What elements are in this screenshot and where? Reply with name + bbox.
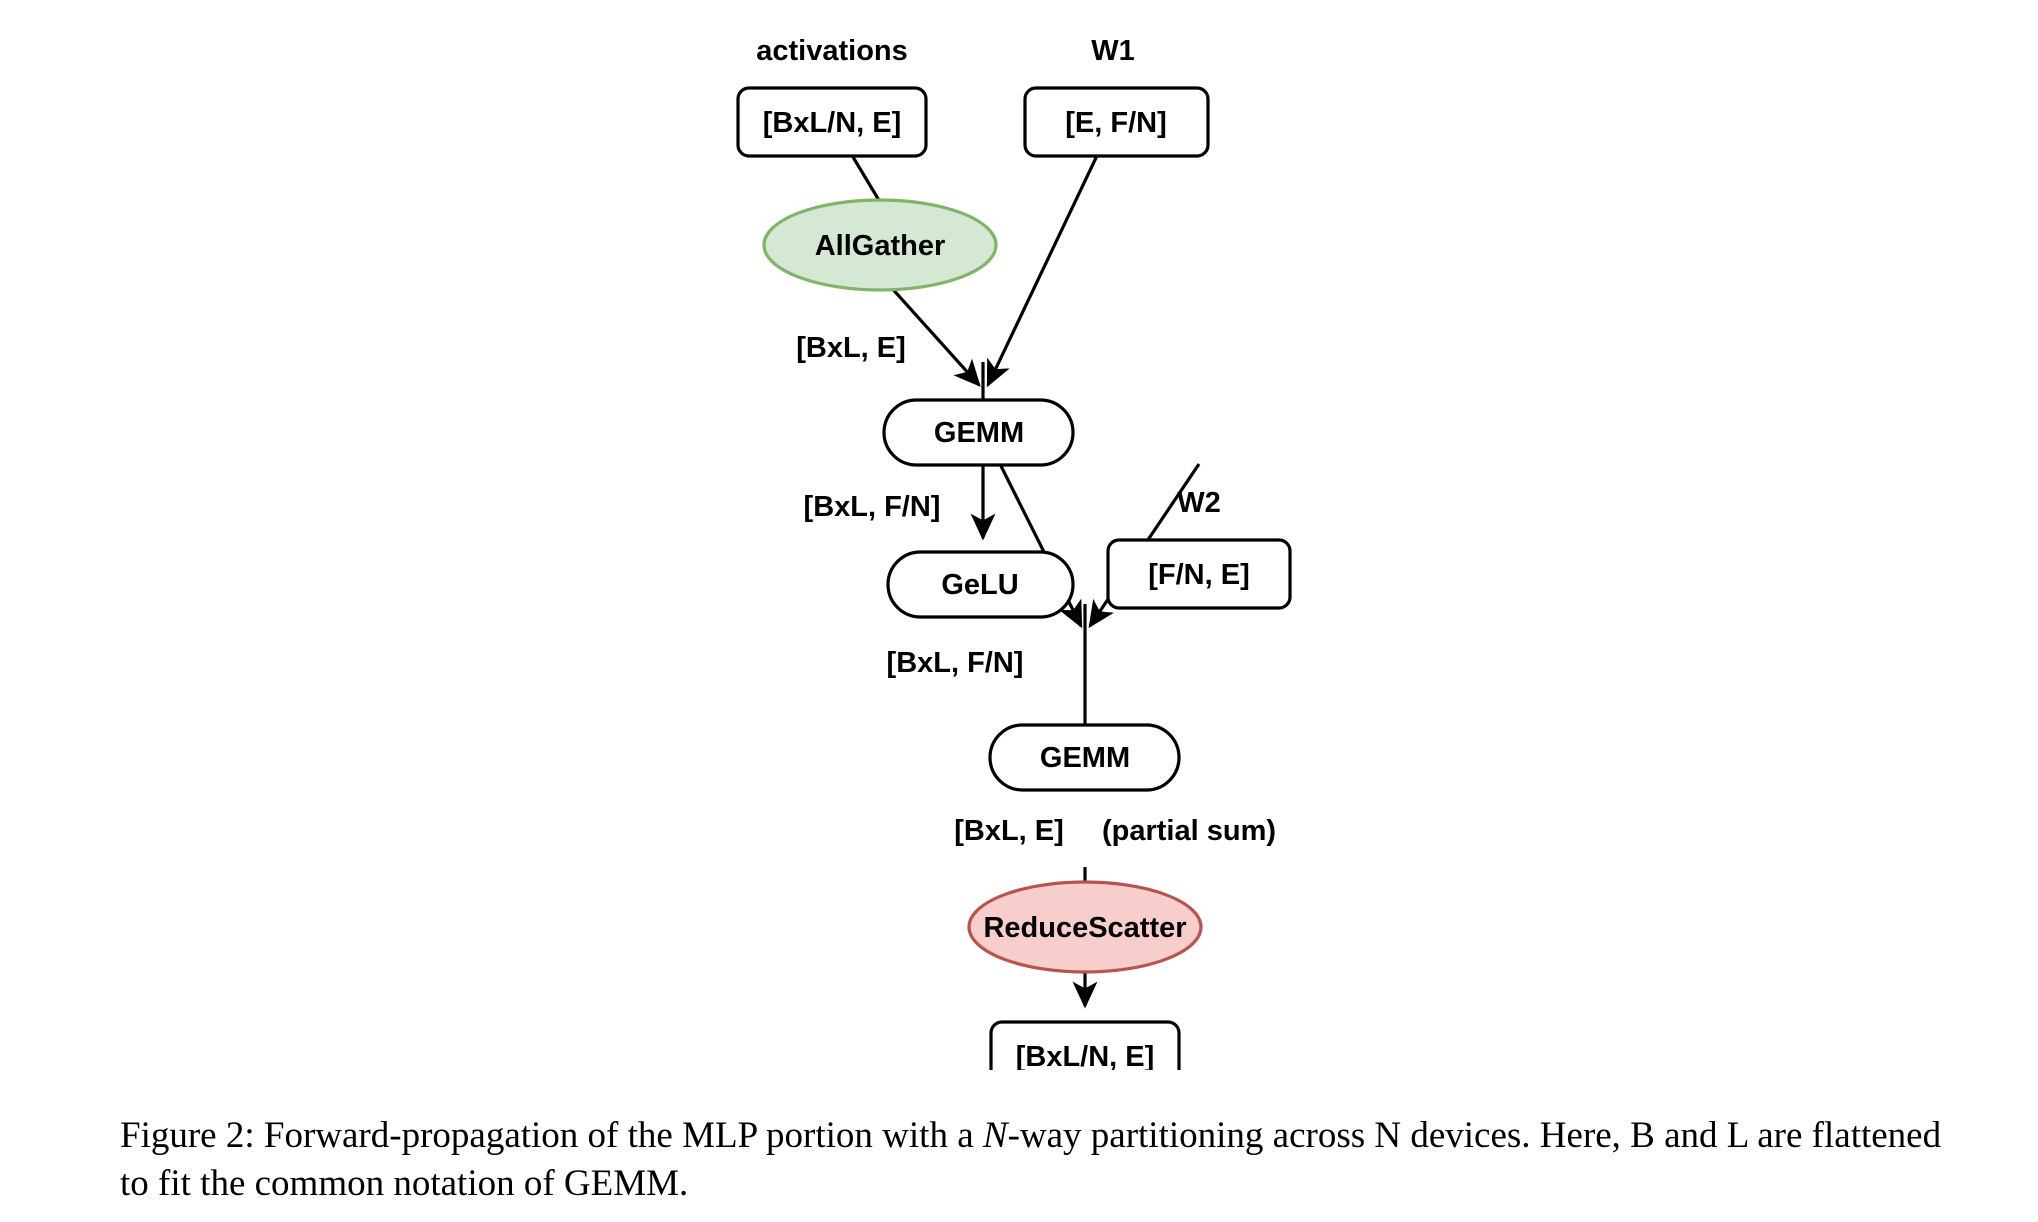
mlp-forward-propagation-diagram: activations W1 W2 [BxL/N, E] [E, F/N]	[736, 35, 1292, 1070]
node-w1-tensor[interactable]: [E, F/N]	[1023, 86, 1210, 158]
caption-figure-number: Figure 2:	[120, 1115, 255, 1156]
allgather-shape	[762, 198, 998, 292]
gemm-1-shape	[882, 398, 1075, 467]
caption-text-part-1: Forward-propagation of the MLP portion w…	[254, 1115, 983, 1156]
gelu-label: GeLU	[941, 569, 1018, 601]
node-gemm-1[interactable]: GEMM	[882, 398, 1075, 467]
edge-label-gemm1-to-gelu: [BxL, F/N]	[804, 491, 941, 523]
activations-tensor-shape	[736, 86, 928, 158]
node-output-tensor[interactable]: [BxL/N, E]	[989, 1020, 1181, 1070]
node-reducescatter[interactable]: ReduceScatter	[967, 880, 1203, 974]
node-gelu[interactable]: GeLU	[886, 550, 1075, 619]
gemm-1-label: GEMM	[934, 417, 1024, 449]
edge-label-partial-sum: (partial sum)	[1102, 815, 1276, 847]
gemm-2-shape	[988, 723, 1181, 792]
caption-italic-n: N	[982, 1115, 1008, 1156]
node-activations-tensor[interactable]: [BxL/N, E]	[736, 86, 928, 158]
allgather-label: AllGather	[815, 230, 946, 262]
node-allgather[interactable]: AllGather	[762, 198, 998, 292]
edge-w1-to-gemm1	[986, 121, 1115, 388]
activations-tensor-label: [BxL/N, E]	[763, 107, 902, 139]
caption-text-part-2: -way partitioning across N devices. Here…	[120, 1115, 1942, 1205]
header-activations: activations	[756, 35, 908, 67]
figure-caption: Figure 2: Forward-propagation of the MLP…	[120, 1112, 1970, 1208]
output-tensor-shape	[989, 1020, 1181, 1070]
edge-label-gelu-to-gemm2: [BxL, F/N]	[887, 647, 1024, 679]
header-w1: W1	[1091, 35, 1135, 67]
edge-allgather-to-gemm1	[878, 273, 981, 387]
reducescatter-shape	[967, 880, 1203, 974]
node-w2-tensor[interactable]: [F/N, E]	[1106, 538, 1292, 610]
gelu-shape	[886, 550, 1075, 619]
w1-tensor-shape	[1023, 86, 1210, 158]
edge-label-gemm2-to-reducescatter: [BxL, E]	[954, 815, 1064, 847]
w2-tensor-label: [F/N, E]	[1148, 559, 1250, 591]
edge-label-allgather-to-gemm1: [BxL, E]	[796, 332, 906, 364]
output-tensor-label: [BxL/N, E]	[1016, 1041, 1155, 1070]
w1-tensor-label: [E, F/N]	[1065, 107, 1167, 139]
w2-tensor-shape	[1106, 538, 1292, 610]
reducescatter-label: ReduceScatter	[983, 912, 1186, 944]
gemm-2-label: GEMM	[1040, 742, 1130, 774]
node-gemm-2[interactable]: GEMM	[988, 723, 1181, 792]
header-w2: W2	[1177, 487, 1221, 519]
